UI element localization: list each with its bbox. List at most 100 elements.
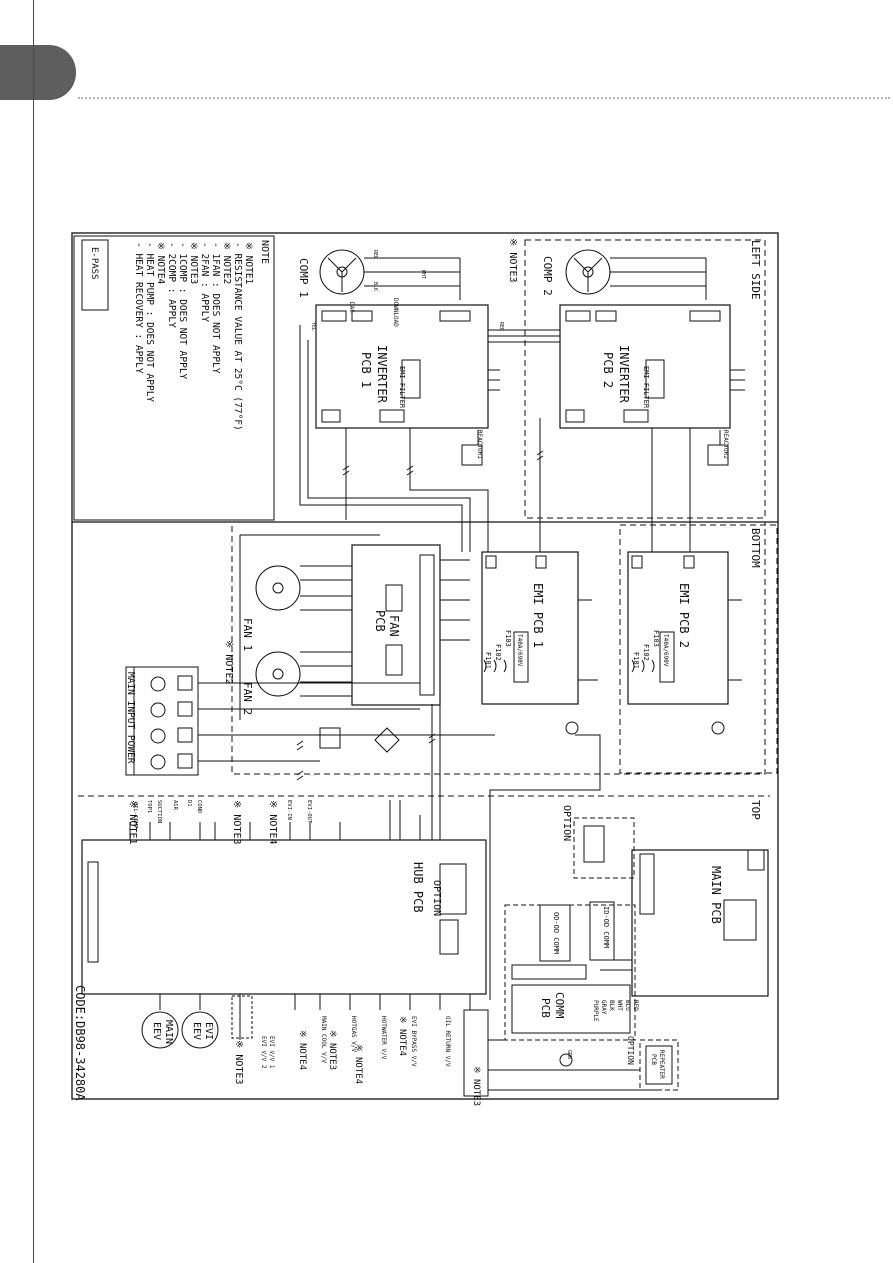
main-pcb (590, 849, 769, 997)
diagram-frame (71, 232, 779, 1100)
inverter-pcb1 (315, 304, 560, 466)
id-od-comm-label: ID-OD COMM (602, 906, 610, 948)
note4-tag: ※ NOTE4 (397, 1016, 407, 1056)
comp2-label: COMP 2 (541, 256, 554, 296)
main-input-terminals (125, 666, 495, 776)
left-side-box (524, 239, 766, 519)
evi-eev-coil (181, 1011, 219, 1049)
note-line: ※ NOTE4 (155, 242, 166, 285)
bottom-label: BOTTOM (749, 528, 762, 568)
note2-tag: ※ NOTE2 (223, 640, 234, 685)
epass-label: E-PASS (89, 247, 99, 280)
fuse-label: F103 (652, 630, 660, 647)
sensor-label: TOP1 (146, 800, 152, 813)
left-side-label: LEFT SIDE (749, 240, 762, 300)
note-line: - 1FAN : DOES NOT APPLY (210, 242, 221, 374)
valve-label: OIL RETURN V/V (444, 1016, 451, 1067)
note4-tag: ※ NOTE4 (297, 1030, 307, 1070)
comp1-motor (319, 249, 461, 300)
fan2-label: FAN 2 (241, 682, 254, 715)
inverter2-label: INVERTER (617, 345, 631, 404)
sensor-label: COND (196, 800, 202, 813)
download-label: DOWNLOAD (392, 298, 399, 327)
option-label: OPTION (431, 880, 442, 916)
valve-label: MAIN COOL V/V (320, 1016, 327, 1063)
repeater-label: PCB (650, 1054, 657, 1065)
comp1-label: COMP 1 (297, 258, 310, 298)
valve-label: HOTGAS V/V (350, 1016, 357, 1053)
note-line: - 1COMP : DOES NOT APPLY (177, 242, 188, 380)
note-line: - 2FAN : APPLY (199, 242, 210, 322)
comp2-motor (565, 249, 707, 300)
sensor-label: EVI-IN (286, 800, 292, 820)
inverter-pcb2 (559, 304, 745, 466)
main-eev-label: EEV (151, 1022, 162, 1040)
emi2-label: EMI PCB 2 (677, 583, 691, 648)
notes-header: NOTE (259, 240, 270, 264)
notes-box (73, 235, 275, 521)
note4-tag: ※ NOTE4 (267, 800, 278, 845)
wire-label: WHT (616, 1000, 623, 1011)
wire-label: WHT (420, 270, 426, 279)
wire-label: RED (372, 250, 378, 259)
valve-label: HOTWATER V/V (380, 1016, 387, 1060)
wire-label: YEL (310, 322, 316, 331)
comm-pcb-label: PCB (539, 998, 552, 1018)
main-input-label: MAIN INPUT POWER (125, 672, 136, 764)
dotted-rule (78, 97, 890, 99)
option-label: OPTION (626, 1036, 635, 1065)
emi-filter-label: EMI FILTER (398, 366, 406, 409)
option-box-top (573, 817, 635, 879)
wire-label: GRAY (600, 1000, 607, 1015)
sensor-label: AIR (172, 800, 178, 811)
evi-eev-label: EEV (191, 1022, 202, 1040)
note3-tag: ※ NOTE3 (507, 238, 518, 283)
reactor1-label: REACTOR1 (476, 430, 483, 459)
note3-tag: ※ NOTE3 (233, 1040, 244, 1085)
inverter1-label: PCB 1 (359, 352, 373, 388)
main-eev-label: MAIN (163, 1020, 174, 1044)
sensor-label: SUCTION (156, 800, 162, 823)
fan-pcb (351, 544, 470, 706)
note-line: - RESISTANCE VALUE AT 25°C (77°F) (232, 242, 243, 431)
sensor-label: OIL-COMP (132, 802, 138, 829)
page-tab (0, 45, 76, 100)
inverter2-label: PCB 2 (601, 352, 615, 388)
note3-tag: ※ NOTE3 (471, 1066, 481, 1106)
note-line: ※ NOTE2 (221, 242, 232, 284)
valve-label: EVI V/V 2 (260, 1036, 267, 1069)
wire-label: PURPLE (592, 1000, 599, 1022)
fuse-label: F102 (642, 644, 650, 661)
note3-tag: ※ NOTE3 (327, 1030, 337, 1070)
main-pcb-label: MAIN PCB (709, 866, 723, 924)
code-label: CODE:DB98-34280A (73, 985, 87, 1101)
note-line: - HEAT RECOVERY : APPLY (133, 242, 144, 374)
wire-label: GRN (566, 1050, 572, 1059)
comm-pcb (504, 901, 636, 1067)
note-line: - 2COMP : APPLY (166, 242, 177, 328)
hub-pcb-label: HUB PCB (411, 862, 425, 913)
dac-label: DAC (348, 302, 355, 313)
fan1-label: FAN 1 (241, 618, 254, 651)
fan-pcb-label: FAN (387, 615, 401, 637)
wire-label: BLU (624, 1000, 631, 1011)
fuse-label: F103 (504, 630, 512, 647)
fan-pcb-label: PCB (373, 610, 387, 632)
note-line: ※ NOTE3 (188, 242, 199, 284)
wire-label: BLK (608, 1000, 615, 1011)
fan-motors (239, 534, 380, 720)
reactor2-label: REACTOR2 (722, 430, 729, 459)
fuse-label: F101 (632, 652, 640, 669)
comm-pcb-label: COMM (553, 992, 566, 1019)
sensor-label: D1 (186, 800, 192, 807)
note1-tag: ※ NOTE1 (127, 800, 138, 845)
sensor-label: EVI-OUT (306, 800, 312, 824)
bottom-box (231, 521, 766, 775)
wire-label: BLK (372, 282, 378, 291)
note-line: - HEAT PUMP : DOES NOT APPLY (144, 242, 155, 402)
evi-eev-label: EVI (203, 1022, 214, 1040)
inverter1-label: INVERTER (375, 345, 389, 404)
emi-filter-label: EMI FILTER (642, 366, 650, 409)
fuse-label: F101 (484, 652, 492, 669)
